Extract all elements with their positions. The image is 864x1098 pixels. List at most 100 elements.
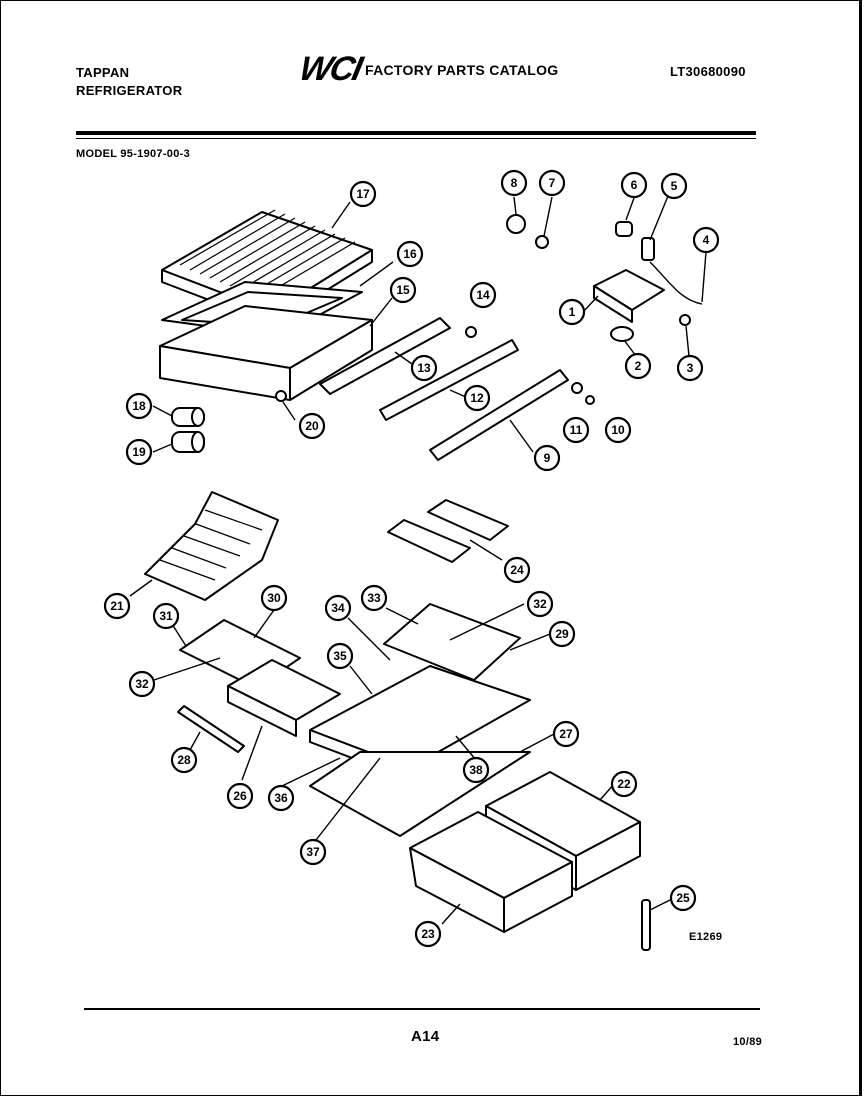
svg-text:15: 15 [396, 283, 410, 297]
part-screw-3 [679, 314, 691, 326]
product-type: REFRIGERATOR [76, 83, 183, 98]
callout-31: 31 [152, 602, 180, 630]
svg-text:10: 10 [611, 423, 625, 437]
svg-text:4: 4 [703, 233, 710, 247]
callout-9: 9 [533, 444, 561, 472]
callout-26: 26 [226, 782, 254, 810]
svg-text:11: 11 [570, 423, 583, 437]
svg-text:20: 20 [305, 419, 319, 433]
part-roller-19 [171, 431, 205, 453]
callout-21: 21 [103, 592, 131, 620]
callout-8: 8 [500, 169, 528, 197]
svg-text:21: 21 [110, 599, 124, 613]
svg-text:18: 18 [132, 399, 146, 413]
svg-text:17: 17 [356, 187, 370, 201]
part-screw-10 [585, 395, 595, 405]
svg-text:32: 32 [135, 677, 149, 691]
svg-text:8: 8 [511, 176, 518, 190]
model-number: MODEL 95-1907-00-3 [76, 148, 191, 160]
part-drawer-23 [409, 811, 573, 933]
drawing-code: E1269 [689, 931, 723, 943]
svg-text:29: 29 [555, 627, 569, 641]
part-knob-2 [610, 326, 634, 342]
svg-text:6: 6 [631, 178, 638, 192]
part-wire-4 [649, 261, 703, 305]
callout-36: 36 [267, 784, 295, 812]
part-shelf-frame-15-side [289, 319, 373, 401]
svg-text:26: 26 [233, 789, 247, 803]
svg-text:2: 2 [635, 359, 642, 373]
callout-20: 20 [298, 412, 326, 440]
callout-2: 2 [624, 352, 652, 380]
svg-text:16: 16 [403, 247, 417, 261]
callout-37: 37 [299, 838, 327, 866]
callout-24: 24 [503, 556, 531, 584]
part-socket-7 [535, 235, 549, 249]
callout-1: 1 [558, 298, 586, 326]
callout-4: 4 [692, 226, 720, 254]
svg-text:7: 7 [549, 176, 556, 190]
part-rod-25 [641, 899, 651, 951]
callout-11: 11 [562, 416, 590, 444]
callout-38: 38 [462, 756, 490, 784]
callout-13: 13 [410, 354, 438, 382]
svg-text:38: 38 [469, 763, 483, 777]
svg-text:12: 12 [470, 391, 484, 405]
callout-25: 25 [669, 884, 697, 912]
svg-text:5: 5 [671, 179, 678, 193]
callout-10: 10 [604, 416, 632, 444]
svg-text:33: 33 [367, 591, 381, 605]
svg-text:37: 37 [306, 845, 320, 859]
doc-number: LT30680090 [670, 64, 746, 79]
svg-text:23: 23 [421, 927, 435, 941]
revision-date: 10/89 [733, 1036, 763, 1048]
part-bulb-8 [506, 214, 526, 234]
svg-text:31: 31 [159, 609, 173, 623]
svg-text:36: 36 [274, 791, 288, 805]
part-egg-tray-24 [387, 499, 509, 563]
callout-5: 5 [660, 172, 688, 200]
svg-text:3: 3 [687, 361, 694, 375]
callout-12: 12 [463, 384, 491, 412]
svg-text:25: 25 [676, 891, 690, 905]
callout-14: 14 [469, 281, 497, 309]
callout-28: 28 [170, 746, 198, 774]
part-rail-12 [379, 339, 519, 421]
part-screw-20 [275, 390, 287, 402]
svg-text:35: 35 [333, 649, 347, 663]
svg-text:27: 27 [559, 727, 573, 741]
catalog-title: FACTORY PARTS CATALOG [365, 62, 559, 78]
callout-27: 27 [552, 720, 580, 748]
footer-rule [84, 1008, 760, 1010]
leader-lines [129, 195, 707, 925]
part-nut-14 [465, 326, 477, 338]
svg-text:28: 28 [177, 753, 191, 767]
part-screw-11 [571, 382, 583, 394]
callout-29: 29 [548, 620, 576, 648]
callout-15: 15 [389, 276, 417, 304]
svg-text:1: 1 [569, 305, 576, 319]
callout-19: 19 [125, 438, 153, 466]
callout-3: 3 [676, 354, 704, 382]
part-shelf-29 [383, 603, 521, 681]
callout-23: 23 [414, 920, 442, 948]
part-light-housing-1-front [593, 285, 633, 323]
part-crisper-26 [227, 659, 341, 737]
callout-30: 30 [260, 584, 288, 612]
part-strip-28 [177, 705, 245, 753]
header-rule [76, 131, 756, 135]
svg-text:34: 34 [331, 601, 345, 615]
callout-35: 35 [326, 642, 354, 670]
brand-name: TAPPAN [76, 65, 130, 80]
callout-6: 6 [620, 171, 648, 199]
page-number: A14 [411, 1028, 440, 1045]
callout-34: 34 [324, 594, 352, 622]
svg-text:9: 9 [544, 451, 551, 465]
svg-text:30: 30 [267, 591, 281, 605]
part-switch-6 [615, 221, 633, 237]
callout-22: 22 [610, 770, 638, 798]
header-rule-thin [76, 138, 756, 139]
svg-text:22: 22 [617, 777, 631, 791]
callout-33: 33 [360, 584, 388, 612]
